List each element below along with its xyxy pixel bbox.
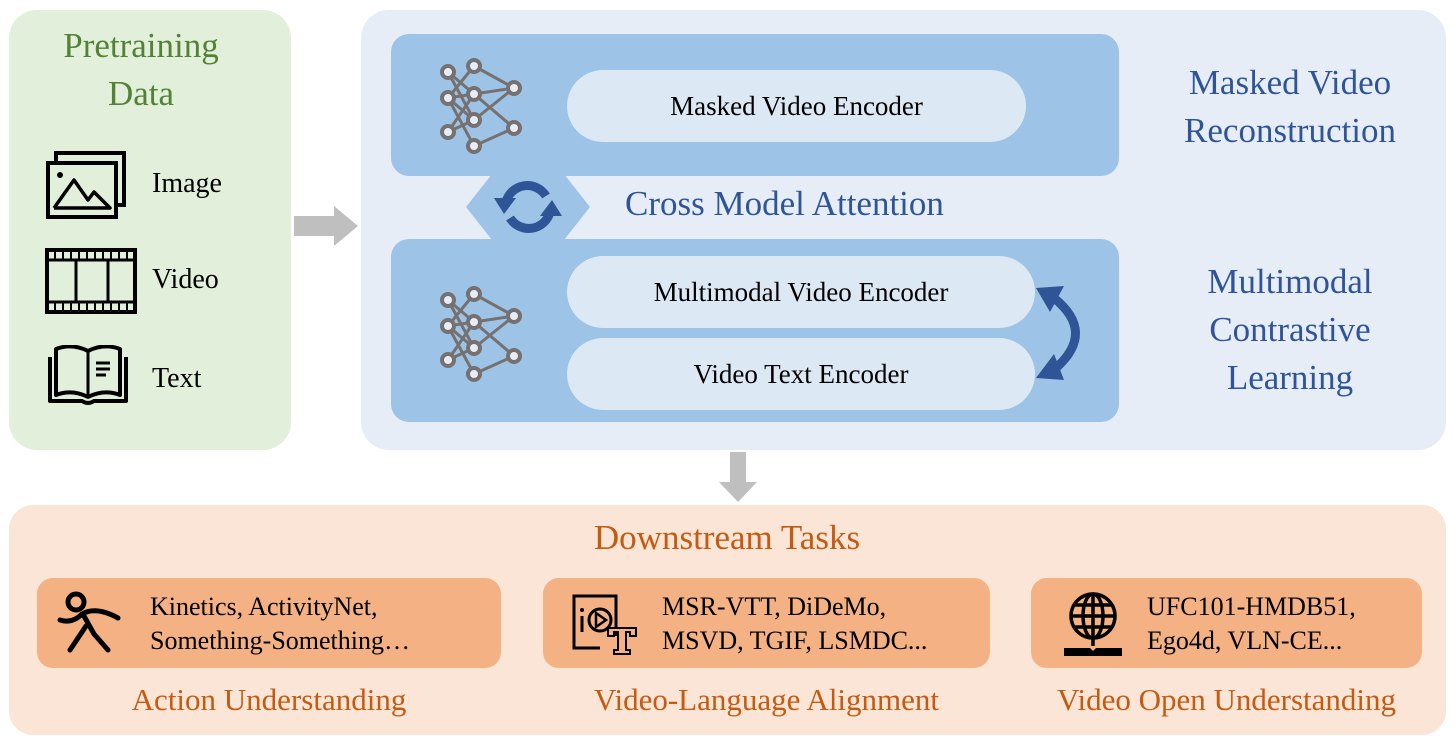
- pretraining-title: Pretraining Data: [0, 22, 282, 118]
- image-icon: [46, 151, 126, 219]
- dataset-line: MSR-VTT, DiDeMo,: [662, 592, 887, 621]
- dataset-line: Ego4d, VLN-CE...: [1147, 626, 1343, 655]
- objective-line: Contrastive: [1209, 310, 1371, 349]
- objective-line: Reconstruction: [1184, 111, 1396, 150]
- video-text-encoder: Video Text Encoder: [567, 338, 1035, 410]
- task-label-video-open: Video Open Understanding: [1056, 682, 1397, 717]
- film-strip-icon: [45, 248, 137, 314]
- video-text-icon: [572, 594, 637, 655]
- neural-network-icon: [440, 286, 522, 382]
- dataset-line: Something-Something…: [150, 626, 410, 655]
- dataset-line: MSVD, TGIF, LSMDC...: [662, 626, 928, 655]
- pretraining-item-label: Image: [152, 168, 222, 199]
- pretraining-item-text: Text: [0, 345, 282, 425]
- dataset-line: Kinetics, ActivityNet,: [150, 592, 378, 621]
- task-datasets-video-language: MSR-VTT, DiDeMo, MSVD, TGIF, LSMDC...: [662, 590, 927, 658]
- task-datasets-video-open: UFC101-HMDB51, Ego4d, VLN-CE...: [1147, 590, 1356, 658]
- objective-line: Multimodal: [1207, 262, 1373, 301]
- downstream-title: Downstream Tasks: [593, 518, 861, 557]
- pretraining-title-line1: Pretraining: [63, 26, 219, 65]
- pretraining-item-video: Video: [0, 248, 282, 328]
- dataset-line: UFC101-HMDB51,: [1147, 592, 1356, 621]
- masked-video-reconstruction-label: Masked Video Reconstruction: [1140, 59, 1440, 155]
- flow-arrow-down-icon: [719, 452, 757, 502]
- cross-model-attention-label: Cross Model Attention: [625, 184, 944, 223]
- objective-line: Masked Video: [1188, 63, 1392, 102]
- pretraining-title-line2: Data: [107, 74, 175, 113]
- objective-line: Learning: [1226, 358, 1354, 397]
- masked-video-encoder: Masked Video Encoder: [567, 70, 1026, 142]
- task-box-action: [37, 578, 501, 668]
- task-label-action: Action Understanding: [131, 682, 407, 717]
- running-person-icon: [57, 591, 121, 653]
- pretraining-item-image: Image: [0, 150, 282, 230]
- task-label-video-language: Video-Language Alignment: [593, 682, 940, 717]
- neural-network-icon: [440, 58, 522, 154]
- multimodal-video-encoder: Multimodal Video Encoder: [567, 256, 1035, 328]
- flow-arrow-right-icon: [294, 206, 358, 246]
- pretraining-item-label: Video: [152, 264, 219, 295]
- multimodal-contrastive-learning-label: Multimodal Contrastive Learning: [1140, 258, 1440, 402]
- pretraining-item-label: Text: [152, 363, 202, 394]
- globe-book-icon: [1064, 592, 1122, 656]
- task-datasets-action: Kinetics, ActivityNet, Something-Somethi…: [150, 590, 410, 658]
- open-book-icon: [48, 345, 128, 405]
- contrastive-double-arrow-icon: [1036, 286, 1080, 380]
- cross-attention-icon: [466, 174, 590, 240]
